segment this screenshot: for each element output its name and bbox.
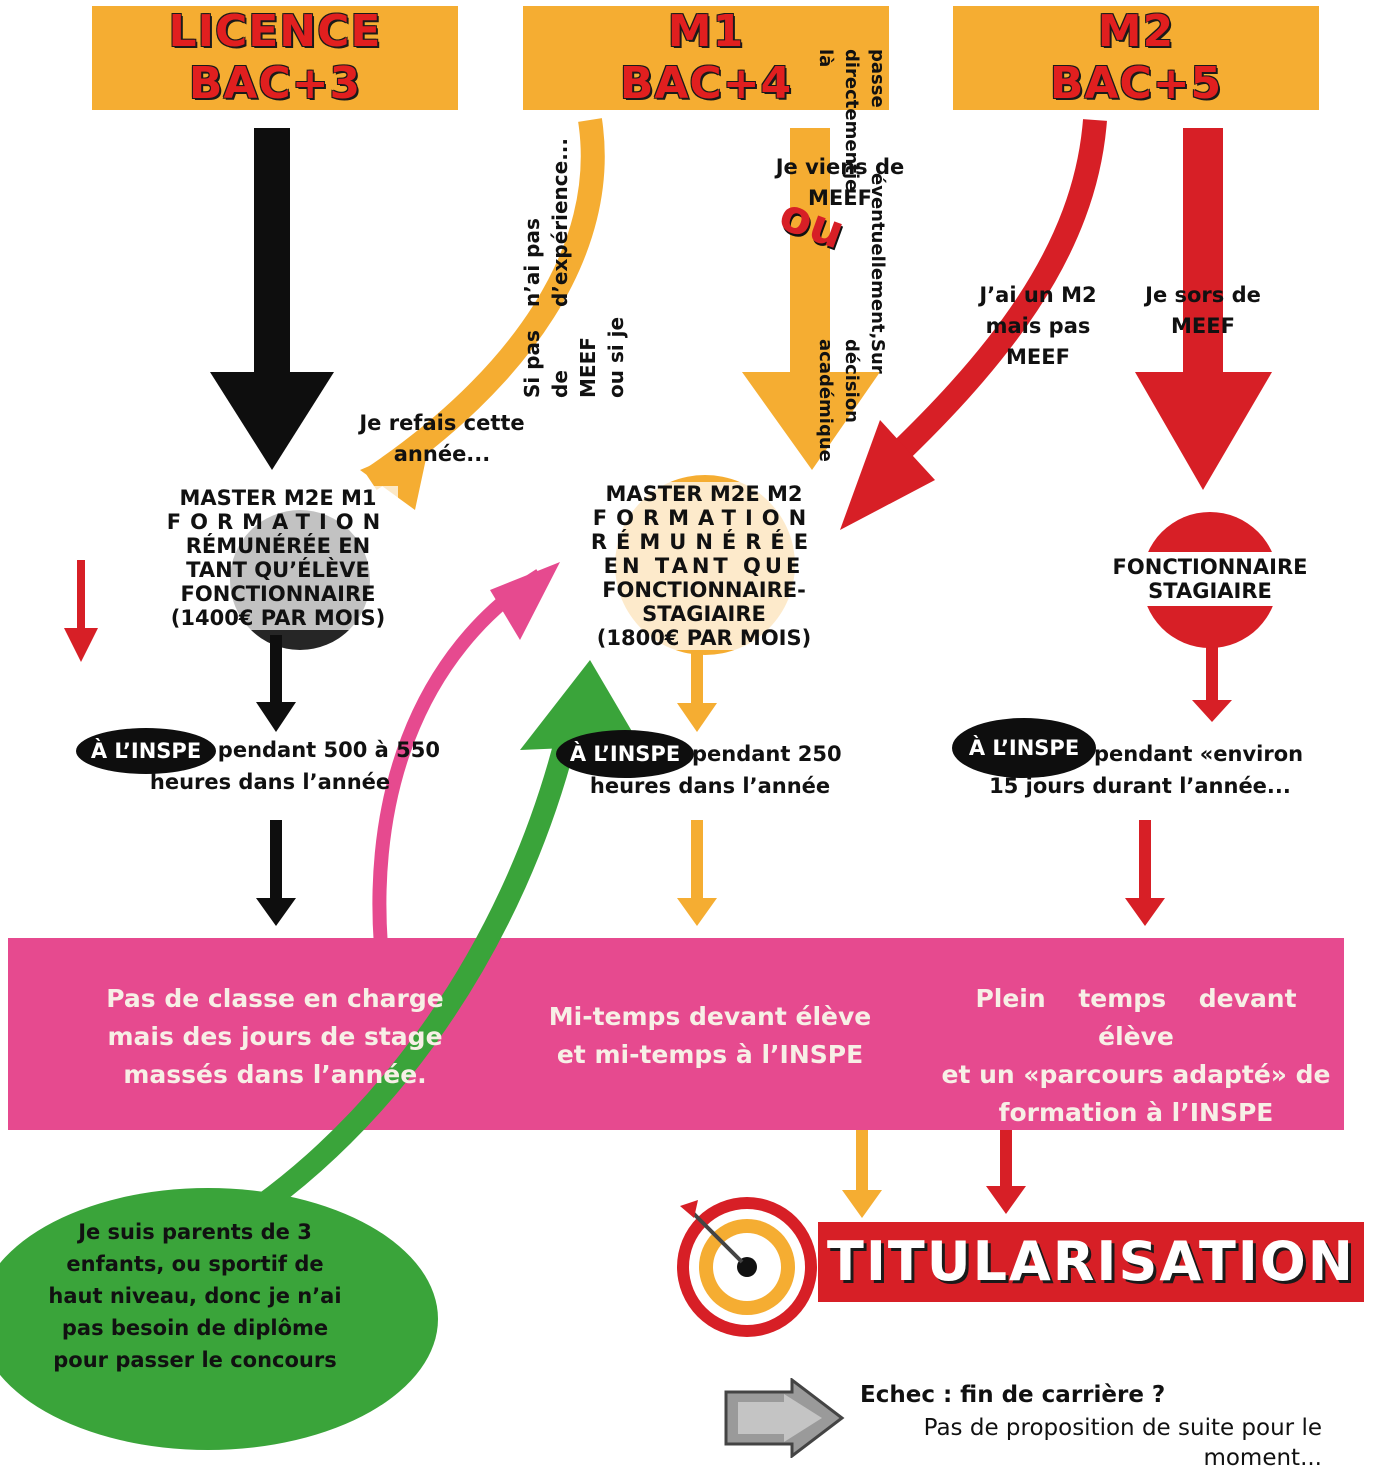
curved-arrow-icon xyxy=(360,118,605,510)
note-m2-pas-meef: J’ai un M2 mais pas MEEF xyxy=(979,283,1097,369)
formation-stagiaire: FONCTIONNAIRE STAGIAIRE xyxy=(1112,555,1308,603)
note-viens-meef: Je viens de MEEF xyxy=(775,155,905,210)
down-arrow-icon xyxy=(256,635,296,926)
formation-m2: MASTER M2E M2 FORMATION RÉMUNÉRÉE EN TAN… xyxy=(582,482,826,650)
green-bubble xyxy=(0,1188,438,1450)
inspe-col3-line1: pendant «environ xyxy=(1094,742,1304,766)
note-pas-meef: Si pas de MEEF ou si je n’ai pas d’expér… xyxy=(520,137,628,398)
down-arrow-icon xyxy=(64,560,98,662)
inspe-col3-line2: 15 jours durant l’année... xyxy=(989,774,1291,798)
note-decision: Sur décision académique éventuellement, … xyxy=(815,48,888,462)
situation-band xyxy=(8,938,1344,1130)
note-refais: Je refais cette année... xyxy=(359,411,525,466)
inspe-pill: À L’INSPE xyxy=(952,718,1096,778)
inspe-col1-line1: pendant 500 à 550 xyxy=(217,738,440,762)
curved-arrow-icon xyxy=(840,119,1107,530)
inspe-pill: À L’INSPE xyxy=(556,730,694,778)
target-icon xyxy=(677,1197,817,1337)
inspe-col2-line2: heures dans l’année xyxy=(589,774,831,798)
titularisation-banner: TITULARISATION xyxy=(818,1222,1364,1302)
echec-line2: moment... xyxy=(1203,1445,1322,1471)
echec-title: Echec : fin de carrière ? xyxy=(860,1382,1166,1408)
echec-line1: Pas de proposition de suite pour le xyxy=(923,1415,1322,1441)
down-arrow-icon xyxy=(677,128,882,1218)
down-arrow-icon xyxy=(986,128,1272,1214)
inspe-pill: À L’INSPE xyxy=(76,728,216,774)
inspe-col1-line2: heures dans l’année xyxy=(149,770,391,794)
formation-m1: MASTER M2E M1 FORMATION RÉMUNÉRÉE EN TAN… xyxy=(158,486,398,630)
curved-arrow-icon xyxy=(372,562,560,986)
inspe-col2-line1: pendant 250 xyxy=(692,742,842,766)
note-sors-meef: Je sors de MEEF xyxy=(1145,283,1261,338)
stone-arrow-icon xyxy=(724,1378,845,1458)
down-arrow-icon xyxy=(210,128,334,470)
stagiaire-band xyxy=(1095,552,1325,606)
